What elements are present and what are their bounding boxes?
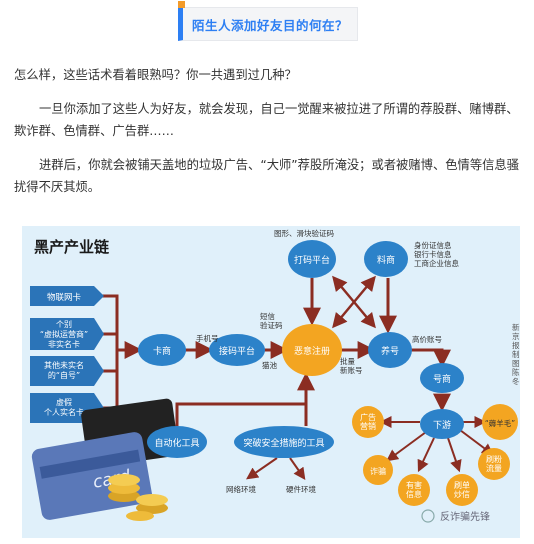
node-card-dealer: 卡商 bbox=[138, 334, 186, 366]
coins-icon bbox=[108, 474, 168, 521]
svg-text:养号: 养号 bbox=[381, 345, 399, 357]
title-accent bbox=[178, 1, 185, 8]
left-label-iot-card: 物联网卡 bbox=[47, 292, 82, 303]
node-auto-tool: 自动化工具 bbox=[147, 426, 207, 458]
left-label-fake-id-card: 虚假个人实名卡 bbox=[44, 397, 84, 417]
paragraph-question: 怎么样，这些话术看着眼熟吗？你一共遇到过几种？ bbox=[14, 68, 297, 82]
node-number-dealer: 号商 bbox=[420, 363, 464, 393]
label-phone: 手机号 bbox=[196, 333, 219, 343]
label-hardware-env: 硬件环境 bbox=[286, 484, 316, 494]
svg-text:反诈骗先锋: 反诈骗先锋 bbox=[440, 510, 490, 523]
outcome-harmful-info: 有害信息 bbox=[406, 480, 422, 499]
node-malicious-register: 恶意注册 bbox=[282, 324, 342, 376]
node-code-platform: 打码平台 bbox=[288, 240, 336, 278]
outcome-ad-marketing: 广告营销 bbox=[360, 412, 376, 431]
node-downstream: 下游 bbox=[420, 409, 464, 439]
outcome-fan-traffic: 刷粉流量 bbox=[486, 454, 502, 473]
node-sms-platform: 接码平台 bbox=[209, 334, 265, 366]
label-sms-code: 短信验证码 bbox=[260, 311, 283, 330]
left-label-virtual-operator: 个别“虚拟运营商”非实名卡 bbox=[40, 320, 88, 349]
outcome-wool-pulling: “薅羊毛” bbox=[485, 418, 515, 428]
node-data-dealer: 料商 bbox=[364, 241, 408, 277]
svg-text:下游: 下游 bbox=[433, 419, 451, 431]
section-title: 陌生人添加好友目的何在？ bbox=[191, 17, 348, 33]
watermark: 反诈骗先锋 bbox=[421, 509, 490, 523]
label-identity-info: 身份证信息银行卡信息工商企业信息 bbox=[414, 240, 459, 268]
section-title-box: 陌生人添加好友目的何在？ bbox=[178, 1, 358, 41]
svg-text:恶意注册: 恶意注册 bbox=[294, 345, 330, 357]
outcome-nodes: 广告营销 诈骗 有害信息 刷单炒信 “薅羊毛” 刷粉流量 bbox=[352, 404, 518, 506]
outcome-brush-orders: 刷单炒信 bbox=[454, 480, 470, 499]
credit-note: 新京报制图陈冬 bbox=[512, 322, 520, 386]
svg-text:接码平台: 接码平台 bbox=[219, 345, 255, 357]
left-label-own-number: 其他未实名的“自号” bbox=[44, 360, 84, 380]
paragraph-spam: 进群后，你就会被铺天盖地的垃圾广告、“大师”荐股所淹没；或者被赌博、色情等信息骚… bbox=[14, 158, 520, 194]
label-batch-accounts: 批量新账号 bbox=[340, 356, 363, 375]
left-source-boxes: 物联网卡 个别“虚拟运营商”非实名卡 其他未实名的“自号” 虚假个人实名卡 bbox=[30, 286, 104, 423]
label-proxy-pool: 猫池 bbox=[262, 360, 277, 370]
paragraph-groups: 一旦你添加了这些人为好友，就会发现，自己一觉醒来被拉进了所谓的荐股群、赌博群、欺… bbox=[14, 102, 519, 138]
svg-text:料商: 料商 bbox=[377, 254, 395, 266]
diagram-title: 黑产产业链 bbox=[34, 238, 110, 256]
node-break-tool: 突破安全措施的工具 bbox=[234, 426, 334, 458]
node-account-raising: 养号 bbox=[368, 332, 412, 368]
label-high-value-account: 高价账号 bbox=[412, 334, 442, 344]
outcome-fraud: 诈骗 bbox=[370, 466, 386, 476]
label-network-env: 网络环境 bbox=[226, 484, 256, 494]
svg-text:突破安全措施的工具: 突破安全措施的工具 bbox=[243, 437, 324, 449]
black-industry-chain-diagram: 黑产产业链 物联网卡 个别“虚拟运营商”非实名卡 其他未实名的“自号” 虚假个人… bbox=[22, 226, 520, 538]
label-captcha: 图形、滑块验证码 bbox=[274, 228, 334, 238]
svg-text:号商: 号商 bbox=[433, 373, 451, 385]
left-bracket bbox=[102, 294, 119, 410]
svg-text:打码平台: 打码平台 bbox=[294, 254, 330, 266]
svg-text:自动化工具: 自动化工具 bbox=[154, 437, 199, 449]
svg-text:卡商: 卡商 bbox=[153, 345, 171, 357]
